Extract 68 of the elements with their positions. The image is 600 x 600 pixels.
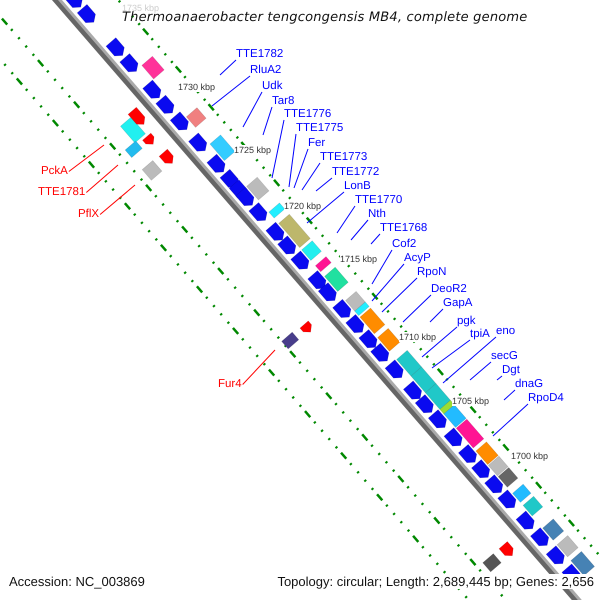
gene-label: secG [491, 350, 518, 363]
gene-label: TTE1776 [284, 108, 332, 121]
gene-label: TTE1773 [320, 151, 368, 164]
scale-label: 1720 kbp [284, 201, 322, 211]
scale-label: 1710 kbp [399, 332, 436, 342]
leader-line [302, 162, 320, 190]
gene-label: TTE1770 [355, 194, 402, 207]
gene-label: LonB [344, 180, 371, 193]
leader-line [288, 134, 296, 188]
gene-label: Fur4 [218, 378, 242, 391]
leader-line [68, 144, 104, 172]
gene-label: GapA [443, 297, 472, 310]
gene-label: PckA [41, 165, 68, 178]
leader-line [242, 92, 262, 128]
gene-label: RpoD4 [528, 392, 564, 405]
leader-line [272, 120, 284, 178]
leader-line [316, 178, 332, 192]
leader-line [372, 250, 392, 284]
leader-line [350, 220, 368, 240]
gene-label: PflX [78, 208, 100, 221]
gene-label: Dgt [502, 364, 520, 377]
leader-line [470, 362, 492, 380]
gene-label: TTE1782 [236, 48, 284, 61]
leader-line [100, 184, 136, 215]
gene-label: tpiA [470, 328, 490, 341]
gene-label: RpoN [417, 266, 446, 279]
title: Thermoanaerobacter tengcongensis MB4, complete genome [122, 10, 528, 25]
leader-line [442, 336, 496, 384]
genome-summary-text: Topology: circular; Length: 2,689,445 bp; Genes: 2,656 [275, 574, 596, 589]
gene-label: pgk [457, 315, 476, 328]
leader-line [306, 192, 344, 224]
leader-line [336, 206, 356, 234]
gene-label: Nth [368, 208, 386, 221]
leader-line [402, 294, 432, 322]
gene-label: RluA2 [250, 64, 282, 77]
leader-line [430, 308, 444, 322]
scale-label: 1730 kbp [178, 82, 216, 92]
leader-line [242, 350, 276, 385]
leader-line [294, 148, 308, 188]
leader-line [504, 390, 516, 400]
gene-label: Tar8 [272, 95, 294, 108]
gene-label: TTE1772 [332, 166, 380, 179]
leader-line [370, 234, 380, 244]
leader-line [422, 326, 458, 358]
leader-line [372, 264, 404, 302]
leader-line [220, 60, 236, 76]
leader-line [432, 340, 470, 368]
scale-label: 1725 kbp [234, 145, 272, 155]
leader-line [496, 376, 502, 380]
gene-label: Udk [262, 80, 282, 93]
leader-line [86, 164, 118, 193]
leader-line [212, 76, 250, 106]
leader-line [492, 404, 528, 436]
scale-label: 1705 kbp [452, 396, 490, 406]
gene-label: TTE1781 [38, 186, 86, 199]
gene-label: Cof2 [392, 238, 416, 251]
gene-label: TTE1768 [380, 222, 428, 235]
accession-text: Accession: NC_003869 [7, 574, 147, 589]
gene-label: dnaG [515, 378, 544, 391]
scale-label: 1715 kbp [340, 254, 378, 264]
leader-line [262, 106, 272, 136]
leader-line [382, 278, 418, 312]
gene-label: Fer [308, 137, 326, 150]
gene-label: TTE1775 [296, 122, 344, 135]
gene-label: DeoR2 [431, 283, 467, 296]
gene-label: eno [496, 325, 516, 338]
gene-label: AcyP [404, 252, 431, 265]
scale-label: 1700 kbp [511, 451, 548, 461]
